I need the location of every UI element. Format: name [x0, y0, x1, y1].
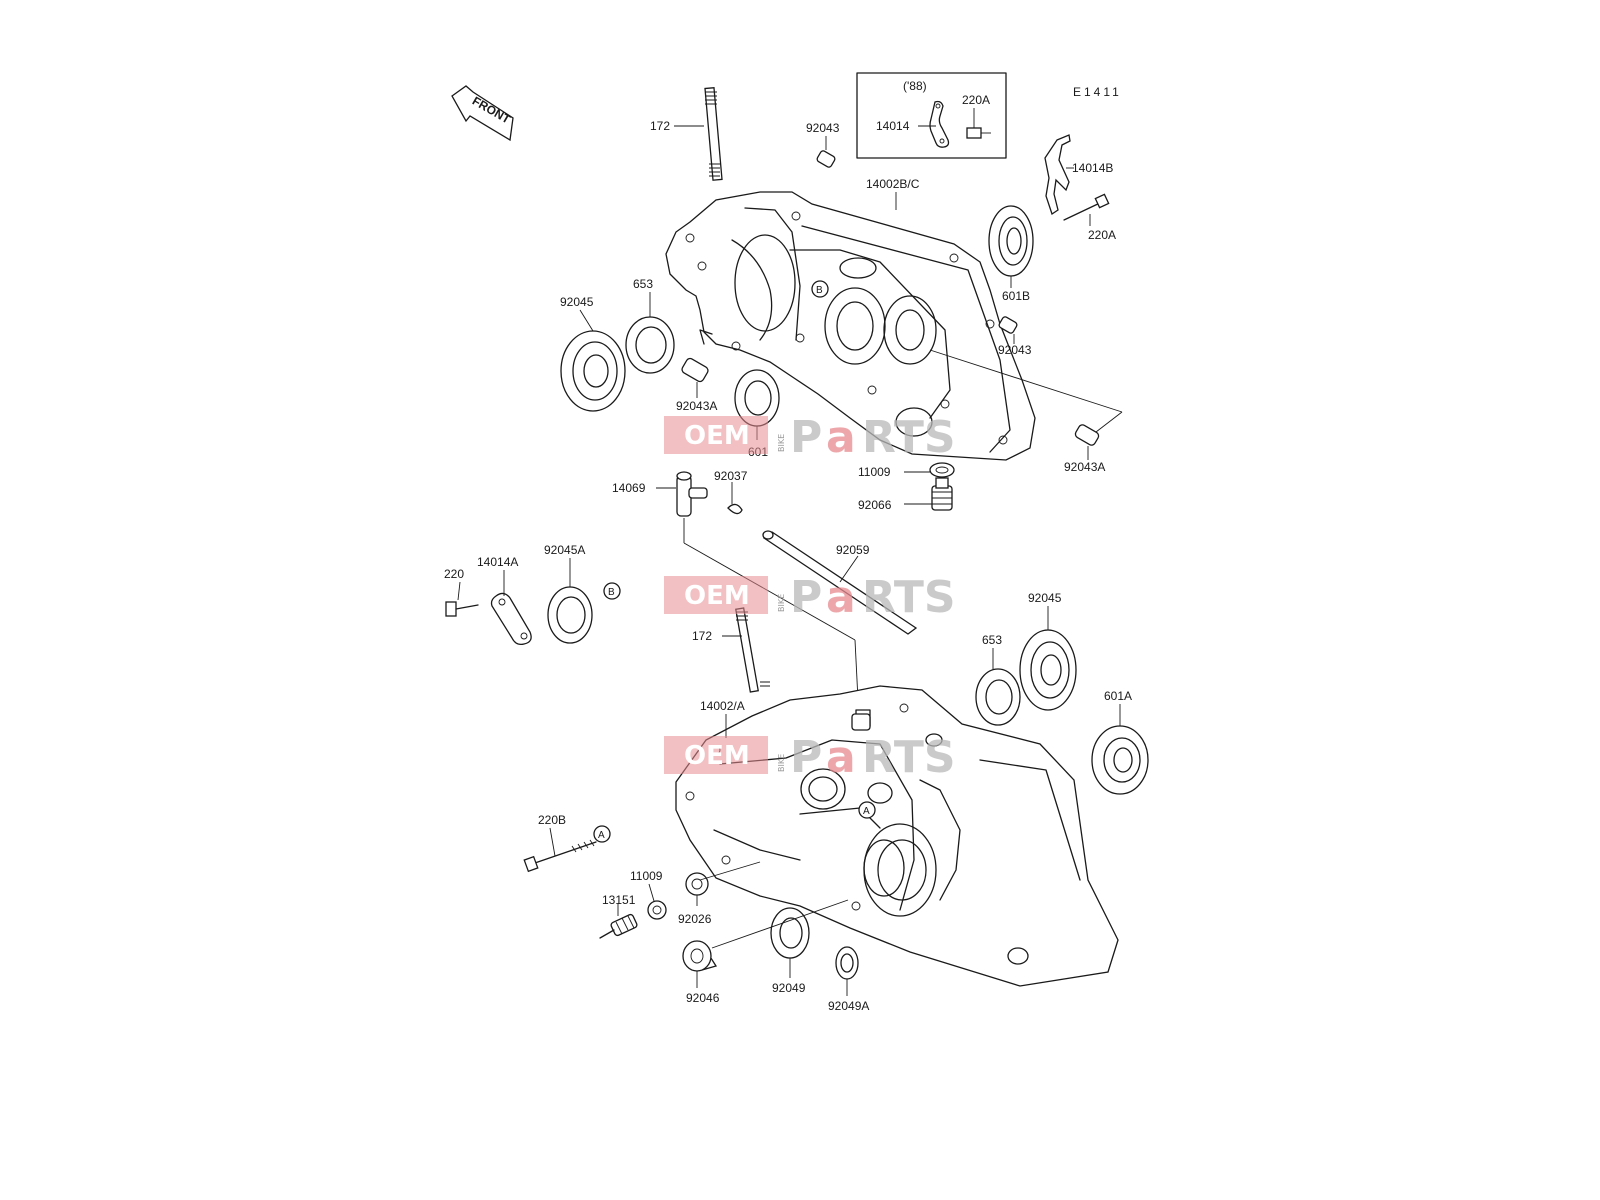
bearing-601a-shape [1091, 725, 1149, 795]
label-92026: 92026 [678, 912, 712, 926]
dowel-92043a-left-shape [681, 357, 709, 383]
label-14002bc: 14002B/C [866, 177, 920, 191]
svg-text:P: P [790, 412, 822, 463]
shaft-92059-shape [762, 530, 918, 635]
bearing-92045a-shape [547, 586, 593, 644]
label-14014: 14014 [876, 119, 910, 133]
svg-text:OEM: OEM [684, 581, 750, 611]
seal-653-top-shape [625, 316, 675, 374]
dowel-92043a-right-shape [1074, 424, 1100, 446]
bolt-220b-shape [523, 839, 597, 873]
svg-text:a: a [826, 572, 856, 623]
svg-text:a: a [826, 732, 856, 783]
label-653-top: 653 [633, 277, 653, 291]
seal-653-bottom-shape [975, 668, 1021, 726]
label-11009-bottom: 11009 [630, 869, 663, 883]
svg-text:BIKE: BIKE [777, 594, 786, 612]
label-92046: 92046 [686, 991, 720, 1005]
svg-text:OEM: OEM [684, 421, 750, 451]
bearing-601b-shape [988, 205, 1034, 277]
callout-b-upper: B [816, 285, 823, 296]
label-14069: 14069 [612, 481, 646, 495]
label-92049a: 92049A [828, 999, 869, 1013]
label-92049: 92049 [772, 981, 806, 995]
watermark-3: OEM BIKE P a RTS [664, 732, 956, 783]
label-92059: 92059 [836, 543, 870, 557]
label-220: 220 [444, 567, 464, 581]
label-92043-top: 92043 [806, 121, 840, 135]
link-14014a-shape [490, 592, 532, 646]
svg-text:P: P [790, 572, 822, 623]
variant-label: ('88) [903, 79, 927, 93]
washer-11009-bottom-shape [647, 900, 667, 920]
label-11009-top: 11009 [858, 465, 891, 479]
variant-88-box: ('88) [856, 72, 1007, 159]
front-arrow-icon: FRONT [451, 85, 514, 142]
label-92066: 92066 [858, 498, 892, 512]
label-220a-top: 220A [962, 93, 990, 107]
label-13151: 13151 [602, 893, 636, 907]
bearing-601-shape [734, 369, 780, 427]
switch-13151-shape [599, 913, 638, 939]
stud-172-mid-shape [735, 607, 770, 693]
label-92045-bottom: 92045 [1028, 591, 1062, 605]
bracket-14014b-shape [1044, 134, 1071, 216]
bolt-220a-shape [1063, 193, 1110, 221]
seal-92049a-shape [835, 946, 859, 980]
label-14002a: 14002/A [700, 699, 745, 713]
svg-text:OEM: OEM [684, 741, 750, 771]
dowel-92043-top-shape [816, 150, 836, 168]
label-14014b: 14014B [1072, 161, 1113, 175]
label-14014a: 14014A [477, 555, 518, 569]
label-220b: 220B [538, 813, 566, 827]
label-92037: 92037 [714, 469, 748, 483]
label-601b: 601B [1002, 289, 1030, 303]
washer-92026-shape [685, 872, 709, 896]
stud-172-top-shape [704, 87, 723, 181]
label-92043a-right: 92043A [1064, 460, 1105, 474]
svg-text:RTS: RTS [862, 732, 956, 783]
svg-text:a: a [826, 412, 856, 463]
leader-lines [457, 108, 1121, 996]
clip-92037-shape [727, 503, 743, 515]
bolt-220-shape [445, 601, 479, 617]
svg-text:BIKE: BIKE [777, 434, 786, 452]
watermark-1: OEM BIKE P a RTS [664, 412, 956, 463]
callout-a-side: A [598, 830, 605, 841]
crankcase-lower-half: A [675, 685, 1119, 987]
bearing-92045-top-shape [560, 330, 626, 412]
label-92043-right: 92043 [998, 343, 1032, 357]
washer-11009-top-shape [929, 462, 955, 478]
svg-text:BIKE: BIKE [777, 754, 786, 772]
label-92045a: 92045A [544, 543, 585, 557]
callout-b-side: B [608, 587, 615, 598]
bearing-92045-bottom-shape [1019, 629, 1077, 711]
label-172-top: 172 [650, 119, 670, 133]
drain-bolt-92066-shape [931, 477, 953, 511]
svg-text:P: P [790, 732, 822, 783]
label-220a-right: 220A [1088, 228, 1116, 242]
label-601a: 601A [1104, 689, 1132, 703]
label-92045-top: 92045 [560, 295, 594, 309]
label-653-bottom: 653 [982, 633, 1002, 647]
crankcase-upper-half: B [665, 191, 1036, 461]
callout-a-lower: A [863, 806, 870, 817]
dowel-92043-right-shape [998, 316, 1018, 334]
svg-text:RTS: RTS [862, 412, 956, 463]
label-92043a-left: 92043A [676, 399, 717, 413]
collar-92046-shape [682, 940, 718, 972]
watermark-2: OEM BIKE P a RTS [664, 572, 956, 623]
label-172-mid: 172 [692, 629, 712, 643]
fitting-14069-shape [676, 471, 708, 517]
svg-text:RTS: RTS [862, 572, 956, 623]
diagram-code: E1411 [1073, 85, 1122, 99]
